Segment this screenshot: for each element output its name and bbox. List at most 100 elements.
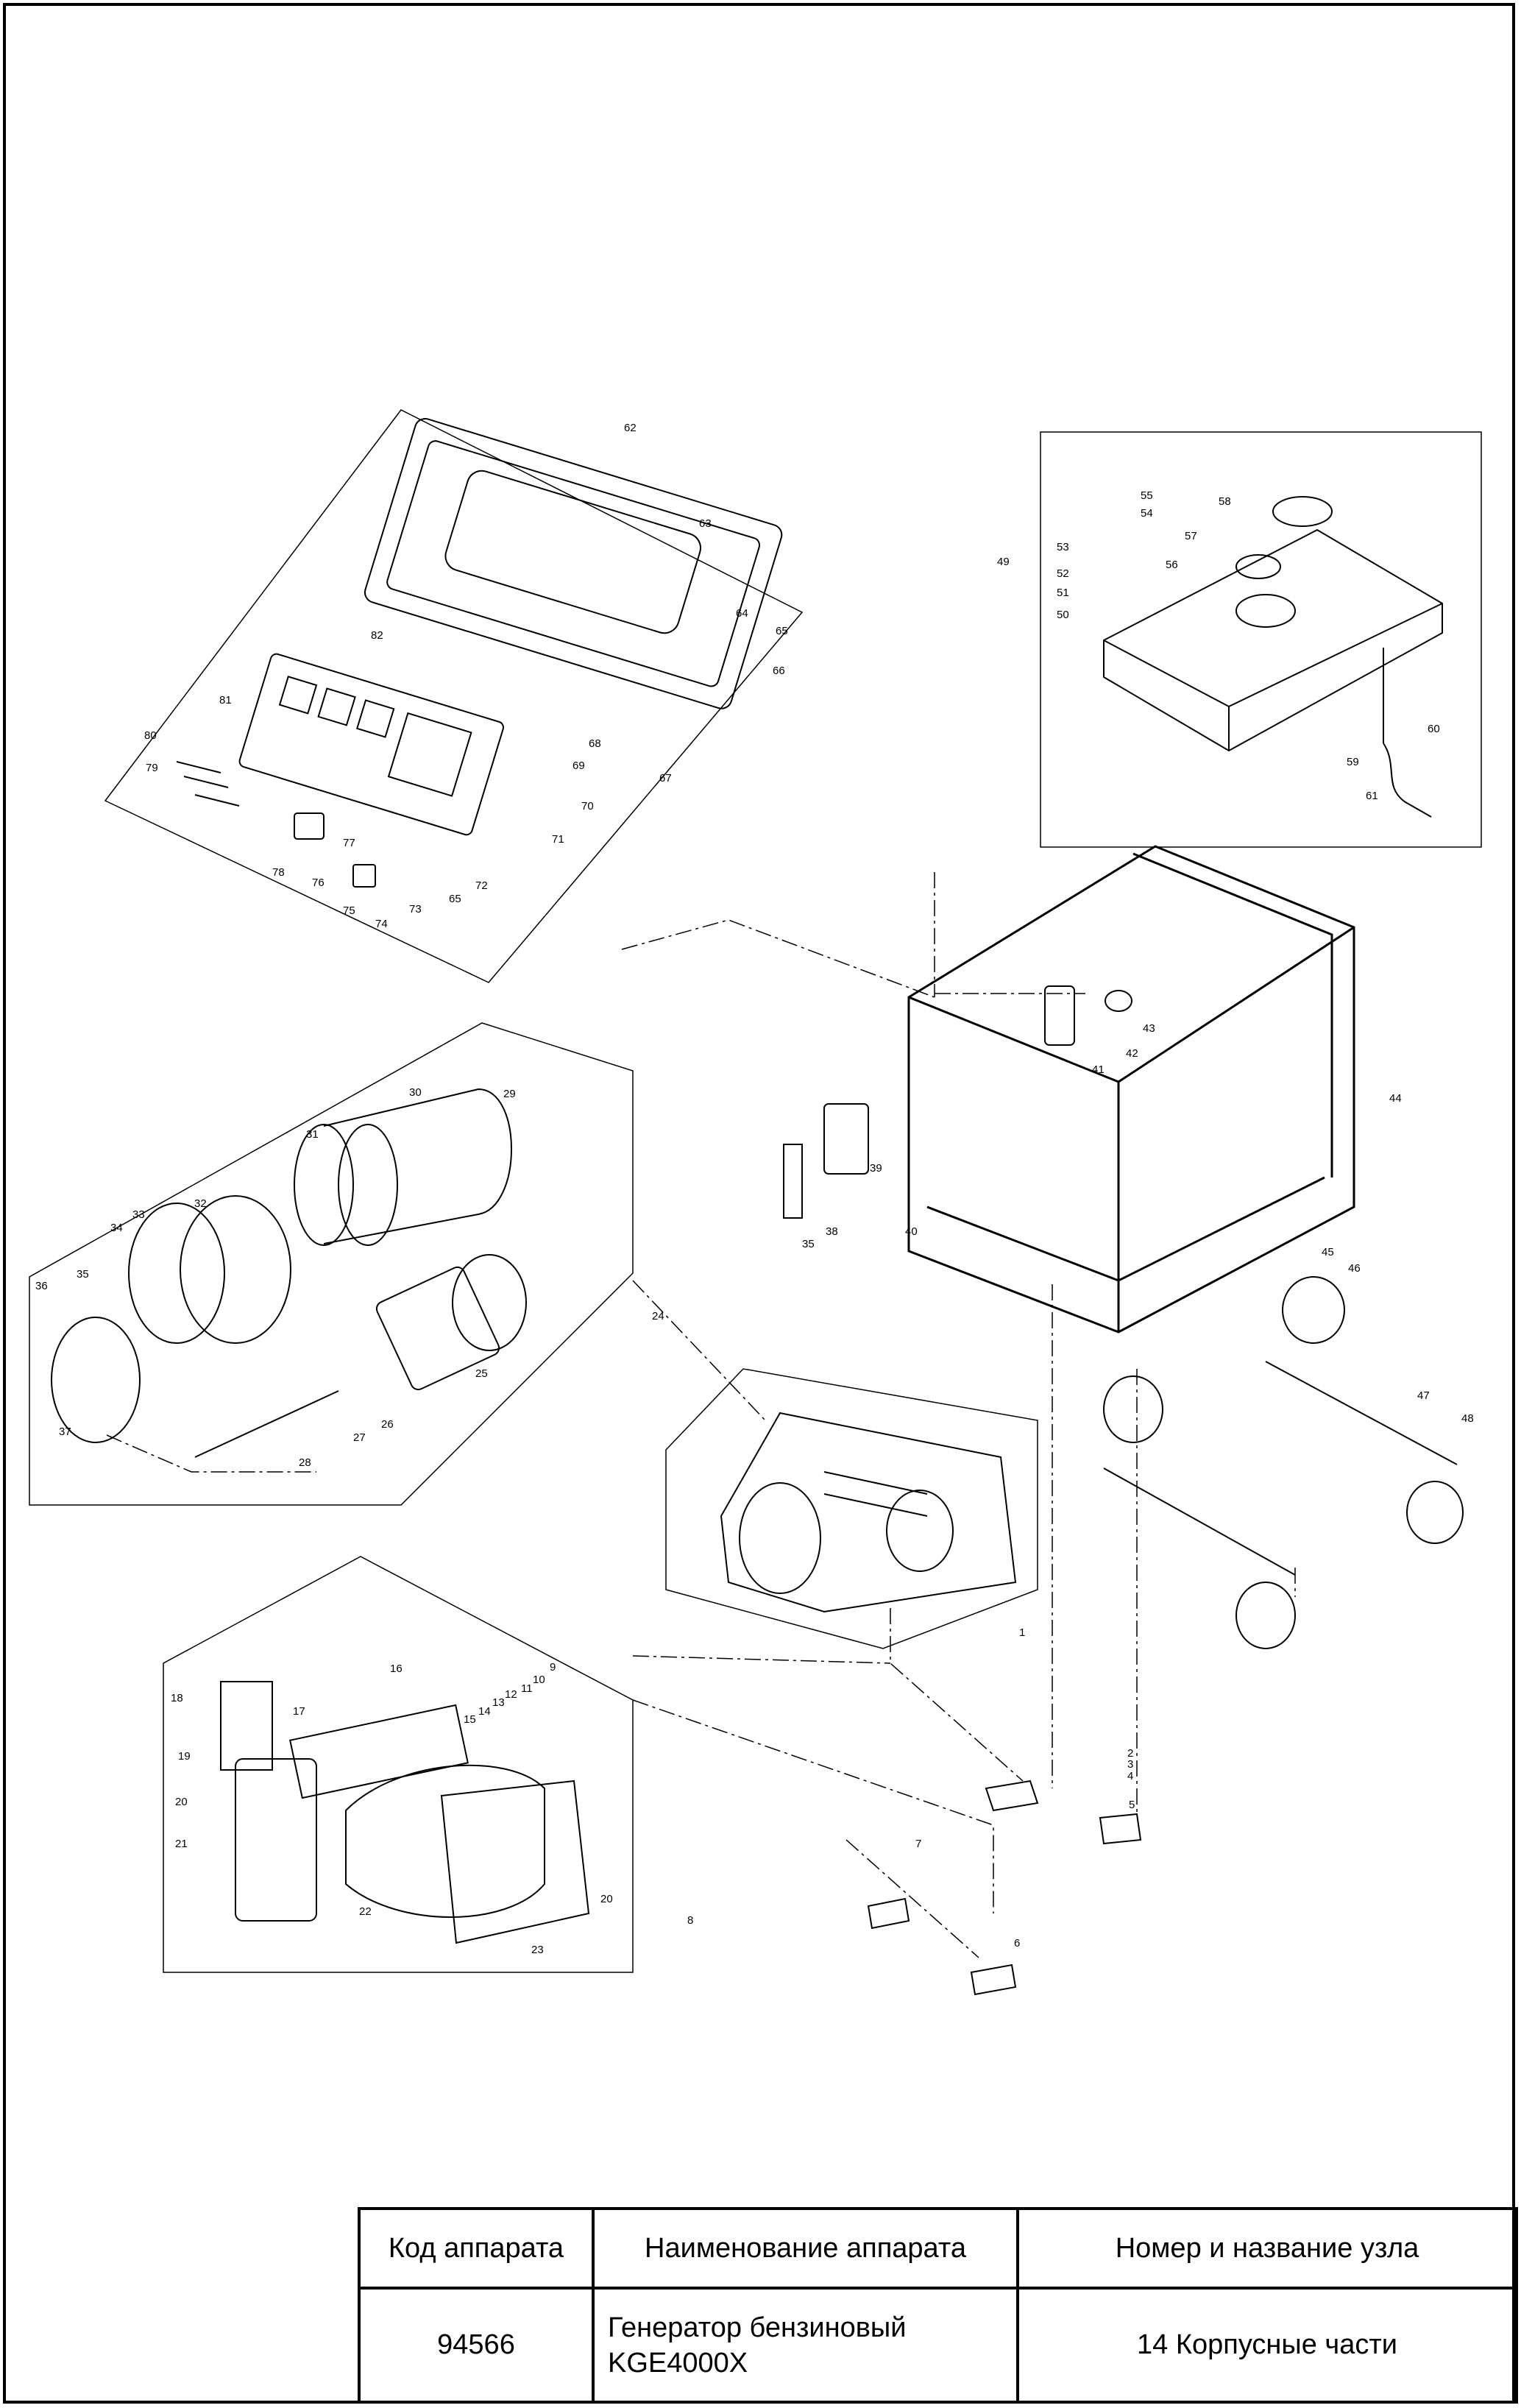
header-device-code: Код аппарата [358, 2207, 595, 2290]
callout-26: 26 [381, 1418, 394, 1431]
control-panel-group-outline [104, 409, 804, 983]
assembly-guide-lines [106, 872, 1296, 1958]
callout-41: 41 [1092, 1063, 1105, 1076]
callout-50: 50 [1057, 609, 1069, 621]
part-callouts: 1 2 3 4 5 6 7 8 9 10 11 12 13 14 15 16 1… [35, 422, 1474, 1956]
muffler-group-outline [163, 1556, 634, 1973]
callout-32: 32 [194, 1197, 207, 1210]
callout-12: 12 [505, 1688, 517, 1701]
callout-27: 27 [353, 1431, 366, 1444]
callout-17: 17 [293, 1705, 305, 1718]
callout-19: 19 [178, 1750, 191, 1763]
callout-47: 47 [1417, 1389, 1430, 1402]
header-device-name: Наименование аппарата [592, 2207, 1019, 2290]
callout-67: 67 [659, 772, 672, 785]
callout-59: 59 [1347, 756, 1359, 768]
callout-44: 44 [1389, 1092, 1402, 1105]
callout-16: 16 [390, 1662, 403, 1675]
device-code: 94566 [358, 2287, 595, 2404]
callout-22: 22 [359, 1905, 372, 1918]
control-panel-frame [364, 417, 783, 709]
callout-82: 82 [371, 629, 383, 642]
callout-53: 53 [1057, 541, 1069, 553]
device-name-line1: Генератор бензиновый [608, 2312, 907, 2343]
frame-brackets [783, 985, 1132, 1219]
callout-20: 20 [175, 1796, 188, 1808]
callout-62: 62 [624, 422, 637, 434]
exploded-parts-diagram: 1 2 3 4 5 6 7 8 9 10 11 12 13 14 15 16 1… [29, 409, 1482, 1996]
callout-65: 65 [776, 625, 788, 637]
callout-57: 57 [1185, 530, 1197, 542]
callout-49: 49 [997, 556, 1010, 568]
callout-37: 37 [59, 1426, 71, 1438]
callout-10: 10 [533, 1674, 545, 1686]
callout-8: 8 [687, 1914, 693, 1927]
callout-2: 2 [1127, 1747, 1133, 1760]
callout-45: 45 [1322, 1246, 1334, 1258]
fuel-tank-group-outline [1040, 431, 1482, 848]
callout-35b: 35 [802, 1238, 815, 1250]
callout-36: 36 [35, 1280, 48, 1292]
callout-65b: 65 [449, 893, 461, 905]
callout-48: 48 [1461, 1412, 1474, 1425]
device-name-line2: KGE4000X [608, 2347, 748, 2379]
callout-74: 74 [375, 918, 388, 930]
device-name: Генератор бензиновый KGE4000X [592, 2287, 1019, 2404]
callout-31: 31 [306, 1128, 319, 1141]
callout-71: 71 [552, 833, 564, 846]
callout-55: 55 [1141, 489, 1153, 502]
callout-25: 25 [475, 1367, 488, 1380]
callout-58: 58 [1219, 495, 1231, 508]
callout-24: 24 [652, 1310, 664, 1322]
callout-13: 13 [492, 1696, 505, 1709]
muffler [220, 1681, 590, 1944]
title-block: Код аппарата Наименование аппарата Номер… [358, 2207, 1518, 2404]
callout-81: 81 [219, 694, 232, 707]
callout-39: 39 [870, 1162, 882, 1175]
callout-66: 66 [773, 665, 785, 677]
generator-frame [907, 845, 1355, 1334]
callout-34: 34 [110, 1222, 123, 1234]
callout-60: 60 [1428, 723, 1440, 735]
fuel-tank [1103, 496, 1443, 818]
callout-20b: 20 [600, 1893, 613, 1905]
callout-79: 79 [146, 762, 158, 774]
callout-43: 43 [1143, 1022, 1155, 1035]
callout-28: 28 [299, 1456, 311, 1469]
callout-6: 6 [1014, 1937, 1020, 1950]
callout-77: 77 [343, 837, 355, 849]
callout-40: 40 [905, 1225, 918, 1238]
callout-30: 30 [409, 1086, 422, 1099]
alternator [51, 1088, 527, 1458]
callout-76: 76 [312, 877, 325, 889]
callout-11: 11 [521, 1682, 533, 1695]
callout-7: 7 [915, 1838, 921, 1850]
callout-9: 9 [550, 1661, 556, 1674]
callout-38: 38 [826, 1225, 838, 1238]
callout-63: 63 [699, 517, 712, 530]
callout-35: 35 [77, 1268, 89, 1281]
callout-56: 56 [1166, 559, 1178, 571]
callout-64: 64 [736, 607, 748, 620]
callout-61: 61 [1366, 790, 1378, 802]
callout-33: 33 [132, 1208, 145, 1221]
control-panel-face [238, 653, 504, 836]
panel-screws [176, 761, 376, 888]
callout-68: 68 [589, 737, 601, 750]
callout-4: 4 [1127, 1770, 1133, 1782]
callout-18: 18 [171, 1692, 183, 1704]
callout-51: 51 [1057, 587, 1069, 599]
callout-21: 21 [175, 1838, 188, 1850]
callout-72: 72 [475, 879, 488, 892]
unit-name: 14 Корпусные части [1016, 2287, 1518, 2404]
callout-69: 69 [572, 759, 585, 772]
mounts [867, 1780, 1142, 1996]
engine [720, 1412, 1017, 1613]
callout-46: 46 [1348, 1262, 1361, 1275]
callout-75: 75 [343, 904, 355, 917]
callout-23: 23 [531, 1944, 544, 1956]
callout-54: 54 [1141, 507, 1153, 520]
callout-3: 3 [1127, 1758, 1133, 1771]
callout-80: 80 [144, 729, 157, 742]
alternator-group-outline [29, 1022, 634, 1506]
